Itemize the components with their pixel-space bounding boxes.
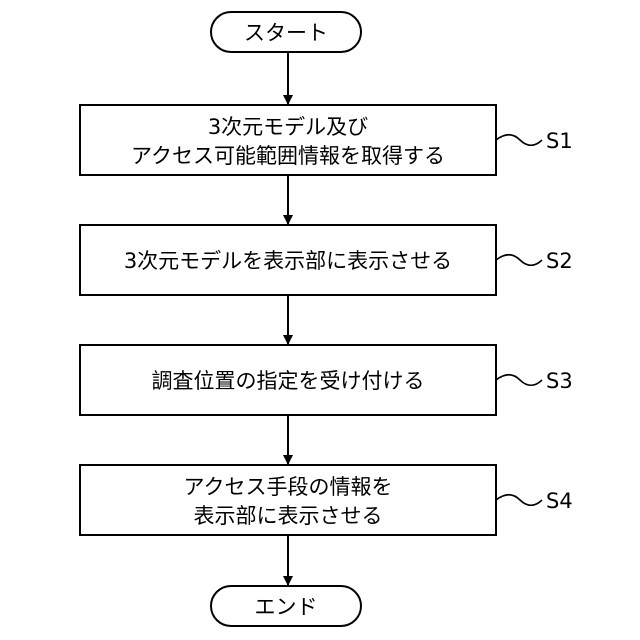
process-text-s3-line1: 調査位置の指定を受け付ける	[152, 369, 425, 393]
process-text-s4-line1: アクセス手段の情報を	[184, 475, 393, 499]
process-text-s2-line1: 3次元モデルを表示部に表示させる	[124, 249, 452, 273]
process-step-s2: 3次元モデルを表示部に表示させる S2	[80, 225, 573, 295]
start-terminal-label: スタート	[244, 21, 328, 45]
step-leader-s3	[496, 375, 542, 386]
start-terminal: スタート	[211, 12, 361, 52]
step-leader-s1	[496, 135, 542, 146]
process-step-s1: 3次元モデル及び アクセス可能範囲情報を取得する S1	[80, 105, 573, 175]
process-text-s4-line2: 表示部に表示させる	[194, 504, 383, 528]
process-step-s4: アクセス手段の情報を 表示部に表示させる S4	[80, 465, 573, 535]
step-id-s3: S3	[546, 369, 573, 393]
process-step-s3: 調査位置の指定を受け付ける S3	[80, 345, 573, 415]
process-text-s1-line1: 3次元モデル及び	[208, 115, 368, 139]
step-id-s2: S2	[546, 249, 573, 273]
step-leader-s4	[496, 495, 542, 506]
process-text-s1-line2: アクセス可能範囲情報を取得する	[131, 144, 445, 168]
step-leader-s2	[496, 255, 542, 266]
step-id-s1: S1	[546, 129, 573, 153]
end-terminal-label: エンド	[255, 595, 318, 619]
end-terminal: エンド	[211, 586, 361, 626]
step-id-s4: S4	[546, 489, 573, 513]
